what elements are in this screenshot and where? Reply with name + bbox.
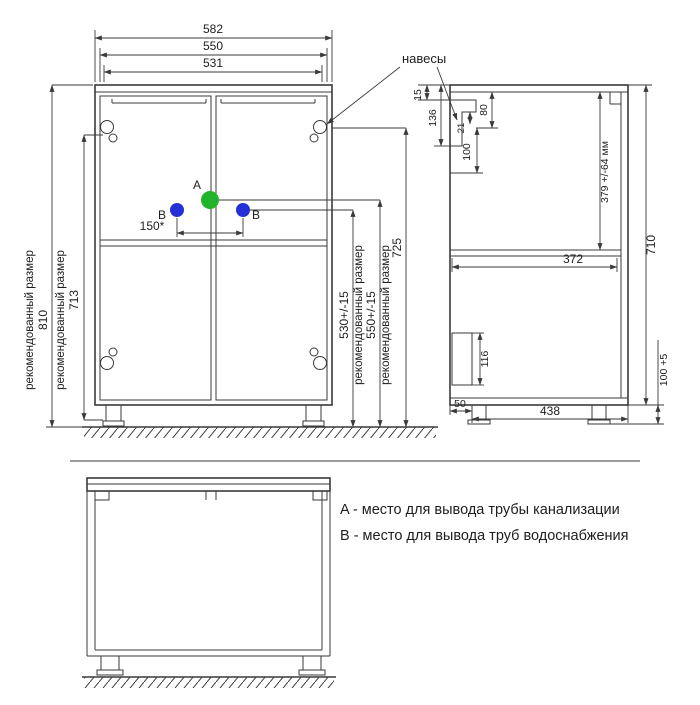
marker-a-label: A — [193, 178, 201, 192]
marker-b-left-label: B — [158, 208, 166, 222]
dim-b-spacing: 150* — [140, 219, 165, 233]
dim-shelf-depth: 372 — [563, 252, 583, 266]
dim-hanger-height: 725 — [390, 238, 404, 258]
dim-bracket-depth: 21 — [456, 123, 467, 134]
door-handles — [111, 99, 316, 104]
floor-hatch-bottom — [84, 677, 334, 688]
pipe-markers: A B B — [158, 178, 260, 222]
dim-top-offset: 15 — [412, 89, 424, 101]
dim-width-inner: 531 — [203, 56, 223, 70]
front-legs — [102, 404, 325, 427]
dim-b-pipe-height: 530+/-15 — [337, 291, 351, 339]
dim-height-713: 713 — [67, 290, 81, 310]
dim-leg-height: 100 +5 — [658, 354, 670, 387]
dim-top-to-shelf: 379 +/-64 мм — [599, 141, 611, 203]
dim-bracket-height: 136 — [427, 109, 439, 127]
dim-bracket-gap: 100 — [461, 143, 473, 161]
siphon-cutout — [451, 332, 473, 386]
hinge-icons — [100, 120, 327, 370]
front-view-cabinet — [82, 84, 438, 438]
marker-b-right-label: B — [252, 208, 260, 222]
water-outlet-right-marker — [236, 203, 250, 217]
label-recommended-550: рекомендованный размер — [380, 245, 392, 385]
label-recommended-810: рекомендованный размер — [24, 250, 36, 390]
dim-overall-height-side: 710 — [644, 235, 658, 255]
front-view-dimensions: 582 550 531 рекомендованный размер 810 р… — [24, 22, 409, 428]
dim-rail-height: 80 — [478, 104, 490, 116]
bottom-section-view — [70, 460, 640, 688]
side-view-dimensions: 15 136 80 100 21 379 +/-64 мм 710 372 11… — [412, 84, 670, 425]
hangers-callout: навесы — [326, 51, 458, 125]
floor-hatch — [84, 427, 436, 438]
dim-width-middle: 550 — [203, 39, 223, 53]
dim-body-depth: 438 — [540, 404, 560, 418]
dim-cutout-height: 116 — [479, 350, 491, 367]
dim-width-outer: 582 — [203, 22, 223, 36]
water-outlet-left-marker — [170, 203, 184, 217]
hangers-label: навесы — [402, 51, 446, 66]
hanger-plate-left — [94, 490, 110, 501]
bottom-view-legs — [96, 655, 326, 676]
dim-height-810: 810 — [36, 310, 50, 330]
label-recommended-713: рекомендованный размер — [55, 250, 67, 390]
sewage-outlet-marker — [201, 191, 219, 209]
dim-front-inset: 50 — [454, 398, 466, 410]
legend-line-b: B - место для вывода труб водоснабжения — [340, 528, 628, 544]
legend: A - место для вывода трубы канализации B… — [340, 502, 628, 544]
label-recommended-530: рекомендованный размер — [353, 245, 365, 385]
legend-line-a: A - место для вывода трубы канализации — [340, 502, 620, 518]
dim-a-pipe-height: 550+/-15 — [364, 291, 378, 339]
back-rail-icon — [609, 92, 621, 105]
hanger-plate-right — [312, 490, 328, 501]
